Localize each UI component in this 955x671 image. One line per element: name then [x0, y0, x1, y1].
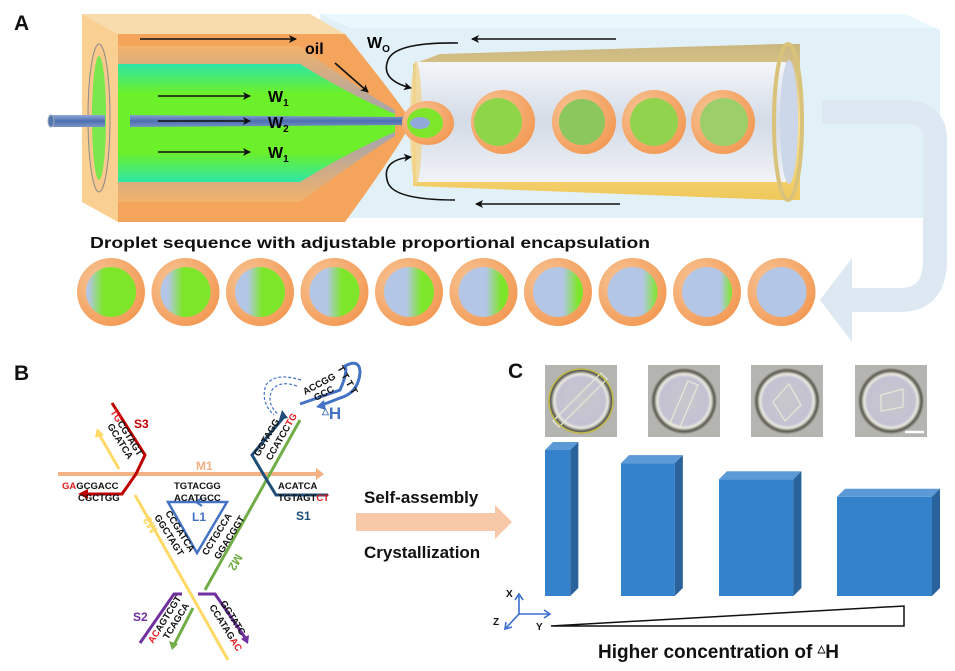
droplet-core — [458, 267, 509, 317]
bar-front — [545, 450, 571, 596]
label-m1: M1 — [196, 459, 213, 473]
w1-upper-label: W1 — [268, 89, 289, 109]
droplet-core — [86, 267, 136, 317]
strand-s2-right — [198, 592, 248, 640]
droplet — [151, 258, 220, 326]
bar-front — [719, 479, 794, 596]
process-arrow-shape — [356, 505, 512, 539]
droplet — [673, 258, 741, 326]
seq-m1-mid-b: ACATGCC — [174, 493, 221, 504]
label-s1: S1 — [296, 509, 311, 523]
bar-top — [837, 488, 940, 497]
micrograph-parallelogram — [855, 365, 927, 437]
axis-y-label: Y — [536, 622, 543, 633]
micrograph-needle — [545, 365, 617, 437]
strand-m2 — [203, 419, 302, 591]
process-arrow: Self-assembly Crystallization — [356, 488, 512, 562]
label-s3: S3 — [134, 417, 149, 431]
bar-side — [932, 488, 940, 596]
droplet — [226, 258, 294, 326]
label-s2: S2 — [133, 610, 148, 624]
crystal-bar — [837, 488, 940, 596]
oil-converge-arrow — [334, 62, 369, 93]
droplet-core — [235, 267, 285, 317]
droplet — [77, 258, 145, 326]
seq-m1-right-b: TGTAGTCT — [278, 493, 329, 504]
panel-a-letter: A — [14, 12, 29, 35]
bar-front — [837, 496, 932, 596]
droplet-core — [384, 267, 434, 317]
droplet-core — [682, 267, 732, 317]
axis-x-label: X — [506, 589, 513, 600]
droplet-core — [160, 267, 211, 317]
bar-top — [719, 471, 802, 480]
seq-m1-right-a: ACATCA — [278, 481, 318, 492]
concentration-caption: Higher concentration of △H — [598, 642, 839, 663]
strand-s1 — [250, 417, 328, 497]
concentration-wedge — [550, 605, 905, 627]
droplet — [375, 258, 443, 326]
strand-m3 — [133, 494, 230, 661]
droplet — [449, 258, 518, 326]
droplet — [747, 258, 816, 326]
panel-b-labels: M1 L1 S1 S3 S2 M2 M3 △H — [133, 404, 341, 624]
panel-c-letter: C — [508, 360, 523, 383]
crystal-bar — [545, 442, 579, 596]
tube-droplets — [471, 90, 755, 154]
label-l1: L1 — [192, 510, 206, 524]
droplet — [598, 258, 667, 326]
crystallization-label: Crystallization — [364, 543, 480, 562]
panel-a-labels: oil WO W1 W2 W1 — [268, 35, 390, 165]
crystal-bar — [621, 455, 683, 596]
micrograph-rhombus — [751, 365, 823, 437]
droplet-core — [607, 267, 658, 317]
axis-z-label: Z — [493, 617, 499, 628]
wo-lower-curve-arrow — [385, 153, 456, 201]
crystal-bar — [719, 471, 802, 596]
label-h: △H — [321, 404, 341, 423]
panel-b-letter: B — [14, 362, 29, 385]
bar-top — [545, 442, 579, 450]
bar-side — [674, 455, 683, 596]
seq-m1-left-a: GAGCGACC — [62, 481, 119, 492]
w2-label: W2 — [268, 115, 289, 135]
droplet-core — [756, 267, 807, 317]
droplet — [524, 258, 592, 326]
droplet-sequence — [77, 258, 816, 326]
forming-droplet — [402, 101, 454, 145]
recycle-arrow — [820, 100, 947, 342]
seq-m1-mid-a: TGTACGG — [174, 481, 221, 492]
strand-s2-left — [138, 592, 182, 644]
w1-lower-label: W1 — [268, 145, 289, 165]
axes-triad — [504, 592, 552, 631]
bar-top — [621, 455, 683, 464]
wo-upper-curve-arrow — [385, 42, 459, 91]
bar-front — [621, 463, 675, 596]
strand-s3 — [86, 402, 147, 496]
droplet-sequence-caption: Droplet sequence with adjustable proport… — [90, 235, 650, 252]
oil-label: oil — [305, 41, 324, 58]
dna-tile-diagram — [58, 361, 362, 661]
micrograph-rectangle — [648, 365, 720, 437]
bar-side — [570, 442, 579, 596]
droplet-core — [533, 267, 583, 317]
bar-side — [793, 471, 802, 596]
flow-arrows — [140, 35, 620, 208]
wo-label: WO — [367, 35, 390, 55]
inner-needle — [47, 114, 420, 128]
crystal-bars — [545, 442, 940, 596]
micrograph-row — [545, 365, 927, 437]
hairpin-h — [299, 361, 362, 407]
droplet-core — [309, 267, 360, 317]
self-assembly-label: Self-assembly — [364, 488, 479, 507]
droplet — [300, 258, 369, 326]
seq-m1-left-b: CGCTGG — [78, 493, 120, 504]
dna-sequences: TGTACGG ACATGCC ACATCA TGTAGTCT GAGCGACC… — [62, 364, 360, 654]
label-m2: M2 — [225, 552, 246, 574]
